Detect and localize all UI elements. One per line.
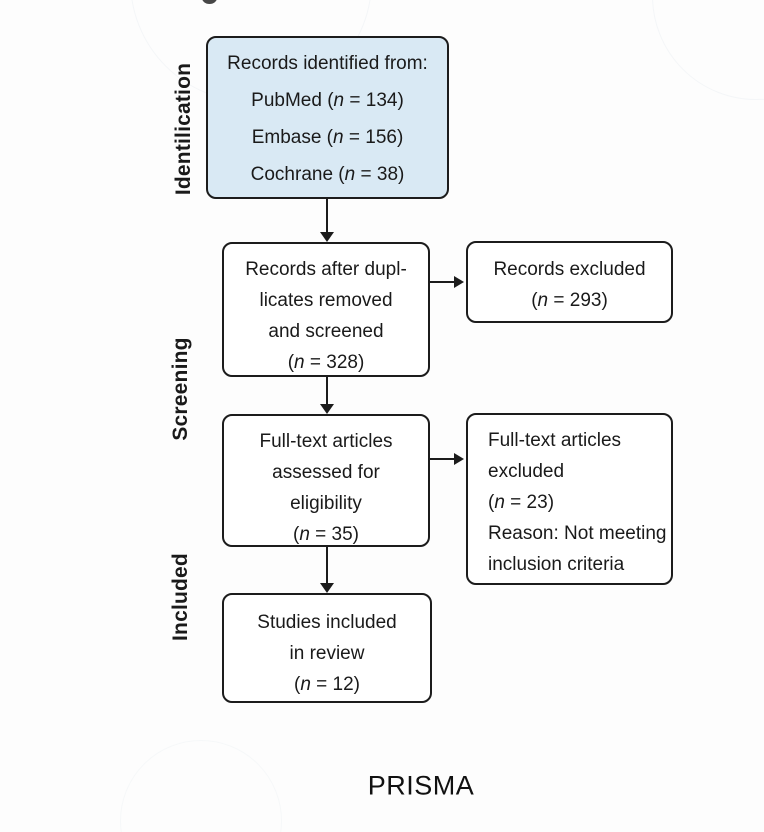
- box-fulltext-excluded: Full-text articles excluded (n = 23) Rea…: [466, 413, 673, 585]
- box-text-line: (n = 23): [488, 492, 555, 513]
- box-text-line: (n = 35): [292, 524, 360, 545]
- box-text-line: Records identified from:: [227, 53, 428, 74]
- box-text-line: Reason: Not meeting: [488, 523, 667, 544]
- box-records-excluded: Records excluded (n = 293): [466, 241, 673, 323]
- box-text-line: Records excluded: [493, 259, 646, 280]
- box-records-screened: Records after dupl- licates removed and …: [222, 242, 430, 377]
- box-text-line: assessed for: [272, 462, 380, 483]
- box-text-line: inclusion criteria: [488, 554, 625, 575]
- stage-label-identification: Identilication: [172, 62, 195, 196]
- box-text-line: Records after dupl-: [245, 259, 407, 280]
- box-text-line: in review: [289, 643, 365, 664]
- arrow-line-assessed-to-excluded: [430, 458, 455, 460]
- box-text-line: Full-text articles: [488, 430, 622, 451]
- arrow-line-screened-to-excluded: [430, 281, 455, 283]
- box-text-line: licates removed: [259, 290, 393, 311]
- box-fulltext-assessed: Full-text articles assessed for eligibil…: [222, 414, 430, 547]
- cropped-text-fragment: [202, 0, 217, 4]
- box-text-line: Cochrane (n = 38): [250, 164, 405, 185]
- stage-label-screening: Screening: [169, 337, 192, 441]
- arrowhead-right-icon: [454, 276, 464, 288]
- arrowhead-right-icon: [454, 453, 464, 465]
- box-text-line: PubMed (n = 134): [251, 90, 404, 111]
- box-text-line: (n = 293): [531, 290, 608, 311]
- box-records-identified: Records identified from: PubMed (n = 134…: [206, 36, 449, 199]
- box-text-line: excluded: [488, 461, 565, 482]
- box-text-line: eligibility: [290, 493, 362, 514]
- arrowhead-down-icon: [320, 232, 334, 242]
- figure-title: PRISMA: [367, 770, 475, 801]
- box-text-line: Studies included: [257, 612, 397, 633]
- box-studies-included: Studies included in review (n = 12): [222, 593, 432, 703]
- arrow-line-assessed-to-included: [326, 547, 328, 584]
- arrowhead-down-icon: [320, 583, 334, 593]
- background-smudge: [120, 740, 282, 832]
- box-text-line: Embase (n = 156): [251, 127, 404, 148]
- box-text-line: and screened: [268, 321, 384, 342]
- arrowhead-down-icon: [320, 404, 334, 414]
- background-smudge: [652, 0, 764, 100]
- arrow-line-identified-to-screened: [326, 198, 328, 233]
- box-text-line: (n = 12): [293, 674, 361, 695]
- box-text-line: (n = 328): [287, 352, 365, 373]
- stage-label-included: Included: [169, 553, 192, 641]
- arrow-line-screened-to-assessed: [326, 377, 328, 405]
- box-text-line: Full-text articles: [259, 431, 393, 452]
